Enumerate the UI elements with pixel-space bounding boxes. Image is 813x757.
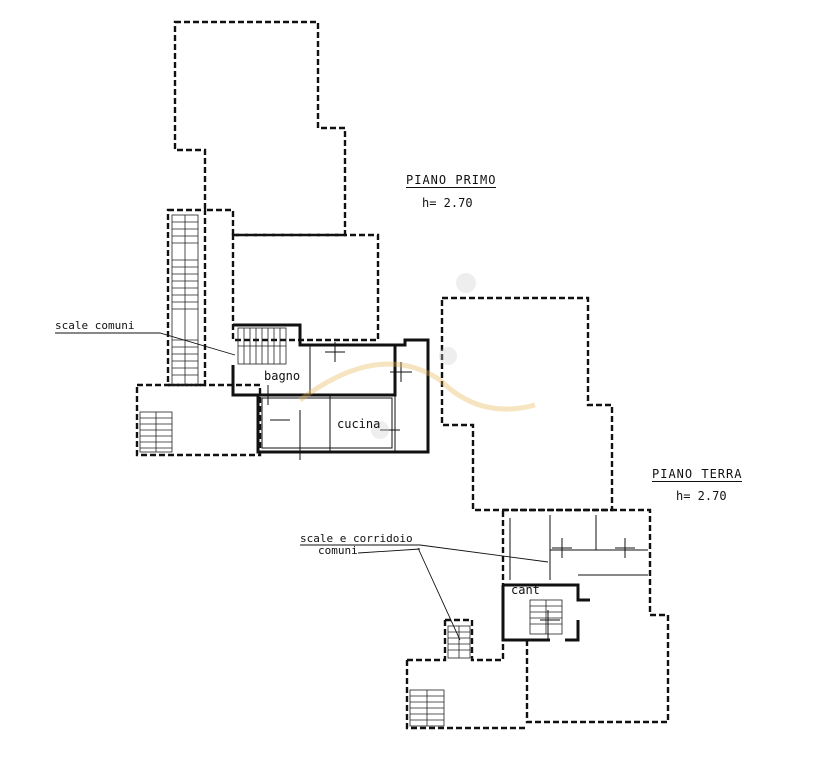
ground-floor-section-marks <box>540 538 635 640</box>
room-label-cellar: cant <box>511 583 540 597</box>
first-floor-plan <box>55 20 430 460</box>
landing-stairs <box>237 327 287 365</box>
ground-floor-stair-outline <box>405 618 527 730</box>
first-floor-title: PIANO PRIMO <box>406 173 497 188</box>
watermark-logo <box>298 273 536 439</box>
lower-left-stairs <box>139 411 173 453</box>
bath-partition <box>309 345 396 452</box>
shared-stairs-leader <box>55 332 236 356</box>
shared-stairs-note: scale comuni <box>55 319 135 332</box>
first-floor-stairs <box>171 214 199 386</box>
ground-floor-stairs <box>409 599 563 727</box>
apartment-walls <box>231 323 430 454</box>
first-floor-section-marks <box>267 342 412 460</box>
room-label-bathroom: bagno <box>264 369 301 383</box>
ground-floor-upper-outline <box>440 296 614 512</box>
shared-stairs-corridor-leader <box>300 544 549 641</box>
cellar-walls <box>501 583 590 642</box>
first-floor-upper-outline <box>173 20 347 237</box>
ground-floor-title: PIANO TERRA <box>652 467 743 482</box>
ground-floor-interior-lines <box>509 515 648 580</box>
apartment-interior-lines <box>261 397 393 449</box>
shared-stairs-corridor-note-line1: scale e corridoio <box>300 532 413 545</box>
first-floor-height: h= 2.70 <box>422 196 473 210</box>
first-floor-lower-stair-block <box>135 383 262 457</box>
ground-floor-plan <box>300 296 670 730</box>
ground-floor-height: h= 2.70 <box>676 489 727 503</box>
room-label-kitchen: cucina <box>337 417 381 431</box>
shared-stairs-corridor-note-line2: comuni <box>318 544 358 557</box>
ground-floor-lower-outline <box>501 508 670 724</box>
